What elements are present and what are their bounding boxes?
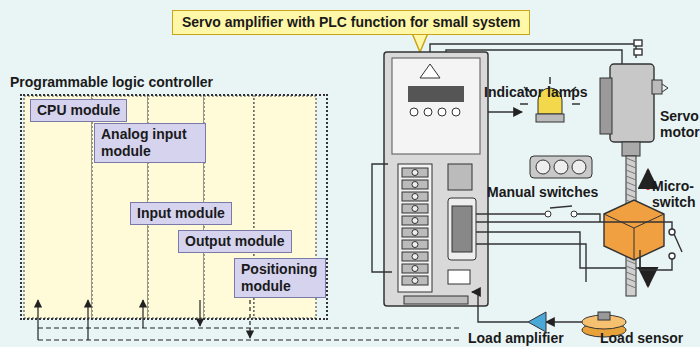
part-label: Micro-switch (652, 178, 698, 210)
servo-amplifier (384, 52, 488, 306)
module-box: Analog input module (94, 123, 206, 163)
part-label: Manual switches (487, 184, 598, 200)
box-label: Output module (185, 233, 285, 250)
amplifier-symbol (528, 312, 546, 332)
ball-screw (604, 156, 664, 296)
box-label: Positioning module (241, 261, 319, 295)
module-box: Positioning module (234, 258, 326, 298)
part-label: Indicator lamps (484, 84, 587, 100)
wires (372, 40, 642, 322)
part-label: Load sensor (600, 330, 683, 346)
module-box: Output module (178, 230, 292, 253)
group-heading: Programmable logic controller (10, 74, 213, 91)
micro-switch (600, 222, 682, 270)
part-label: Servo motor (660, 108, 698, 140)
module-box: CPU module (30, 99, 127, 122)
plc-frame: Programmable logic controllerCPU moduleA… (20, 94, 328, 320)
box-label: CPU module (37, 102, 120, 119)
servo-motor (600, 64, 668, 156)
callout-pointer (412, 33, 428, 52)
part-label: Load amplifier (468, 330, 564, 346)
module-box: Input module (130, 202, 232, 225)
box-label: Input module (137, 205, 225, 222)
box-label: Analog input module (101, 126, 199, 160)
box-label: Servo amplifier with PLC function for sm… (182, 14, 520, 31)
callout-box: Servo amplifier with PLC function for sm… (172, 10, 530, 35)
